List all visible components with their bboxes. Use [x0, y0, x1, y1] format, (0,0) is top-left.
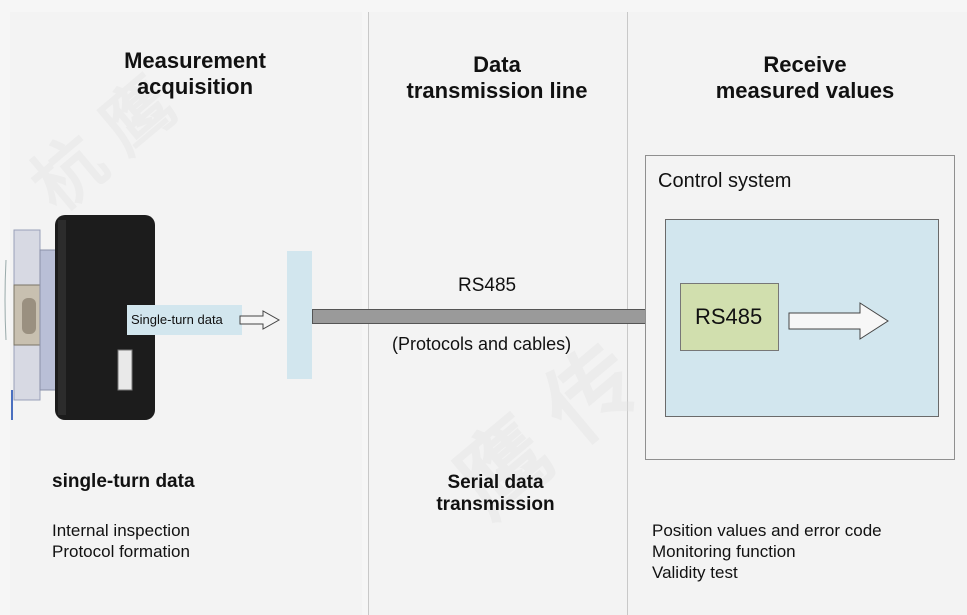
heading-measurement-acquisition: Measurement acquisition [124, 48, 266, 99]
protocols-cables-label: (Protocols and cables) [392, 334, 572, 354]
rs485-receiver-chip: RS485 [680, 283, 779, 351]
rs485-receiver-label: RS485 [695, 304, 763, 329]
arrow-right-icon [239, 310, 281, 330]
receiver-description: Position values and error code Monitorin… [652, 521, 882, 582]
single-turn-data-label: Single-turn data [131, 312, 223, 327]
heading-data-transmission-line: Data transmission line [406, 52, 588, 103]
subheading-single-turn-data: single-turn data [52, 471, 195, 492]
connector-plate [287, 251, 312, 379]
encoder-illustration [4, 215, 155, 420]
rs485-line-label: RS485 [458, 275, 517, 296]
acquisition-description: Internal inspection Protocol formation [52, 521, 190, 561]
arrow-right-icon [788, 302, 889, 340]
control-system-label: Control system [658, 170, 792, 192]
transmission-cable [312, 309, 667, 324]
heading-receive-measured-values: Receive measured values [715, 52, 895, 103]
single-turn-data-chip: Single-turn data [127, 305, 242, 335]
subheading-serial-data-transmission: Serial data transmission [436, 472, 555, 515]
